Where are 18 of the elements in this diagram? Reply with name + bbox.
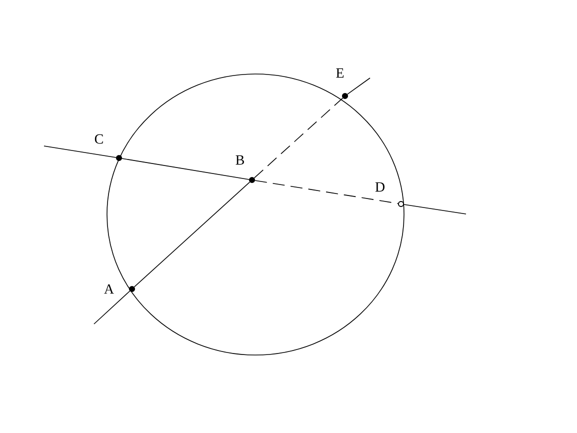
line-segment (404, 204, 466, 214)
line-segment (94, 290, 130, 324)
node-label: C (94, 134, 103, 144)
node-label: B (236, 155, 244, 165)
node-label: A (104, 284, 114, 294)
line-segment (122, 158, 250, 180)
line-segment (254, 180, 398, 204)
labelled-point: A (104, 284, 136, 294)
line-segment (134, 182, 250, 288)
node-label: E (336, 68, 344, 78)
labelled-point: D (375, 182, 404, 208)
labelled-point: E (336, 68, 348, 100)
line-segment (254, 98, 344, 178)
node-label: D (375, 182, 385, 192)
line-segment (44, 146, 116, 158)
labelled-point: C (94, 134, 122, 162)
labelled-point: B (236, 155, 256, 184)
line-segment (347, 78, 370, 95)
